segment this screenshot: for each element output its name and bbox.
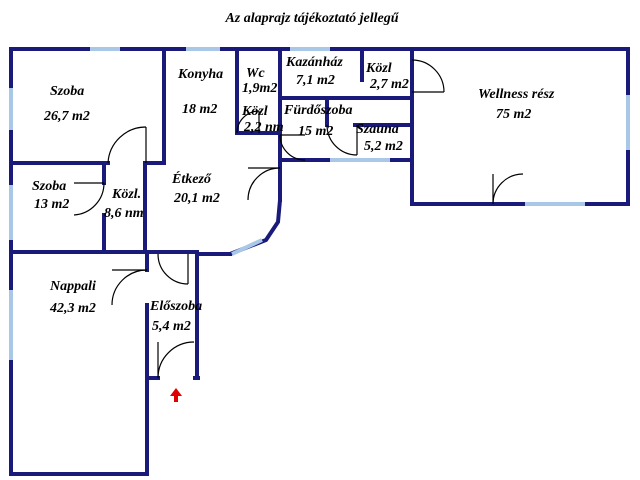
room-kazanhaz-area: 7,1 m2: [296, 73, 335, 88]
room-szoba-name: Szoba: [50, 84, 84, 99]
room-szoba2-name: Szoba: [32, 179, 66, 194]
room-kozl-small-area: 2,7 m2: [369, 77, 409, 92]
room-etkezo-name: Étkező: [171, 170, 212, 187]
room-szoba-area: 26,7 m2: [43, 109, 90, 124]
room-konyha-name: Konyha: [177, 67, 223, 82]
room-kozl-wc-area: 2,2 nm: [243, 120, 284, 135]
room-kozl-small-name: Közl: [365, 61, 392, 76]
room-etkezo-area: 20,1 m2: [173, 191, 220, 206]
up-arrow-icon: [170, 388, 182, 402]
room-wc-name: Wc: [246, 66, 265, 81]
room-konyha-area: 18 m2: [182, 102, 217, 117]
room-eloszoba-name: Előszoba: [149, 299, 202, 314]
room-szoba2-area: 13 m2: [34, 197, 69, 212]
room-wellness-area: 75 m2: [496, 107, 531, 122]
windows: [9, 47, 630, 360]
interior-walls: [9, 47, 414, 380]
room-kozl-wc-name: Közl: [241, 104, 268, 119]
diagonal-wall: [229, 199, 282, 256]
room-szauna-name: Szauna: [356, 122, 399, 137]
room-wellness-name: Wellness rész: [478, 87, 555, 102]
room-eloszoba-area: 5,4 m2: [152, 319, 191, 334]
room-nappali-area: 42,3 m2: [49, 301, 96, 316]
room-nappali-name: Nappali: [49, 279, 96, 294]
room-kazanhaz-name: Kazánház: [285, 55, 343, 70]
plan-title: Az alaprajz tájékoztató jellegű: [224, 11, 399, 26]
room-szauna-area: 5,2 m2: [364, 139, 403, 154]
room-kozl-hall-area: 8,6 nm: [104, 206, 144, 221]
room-furdoszoba-name: Fürdőszoba: [283, 103, 352, 118]
doors: [73, 59, 524, 379]
room-kozl-hall-name: Közl.: [111, 187, 141, 202]
room-furdoszoba-area: 15 m2: [298, 124, 333, 139]
room-wc-area: 1,9m2: [242, 81, 277, 96]
